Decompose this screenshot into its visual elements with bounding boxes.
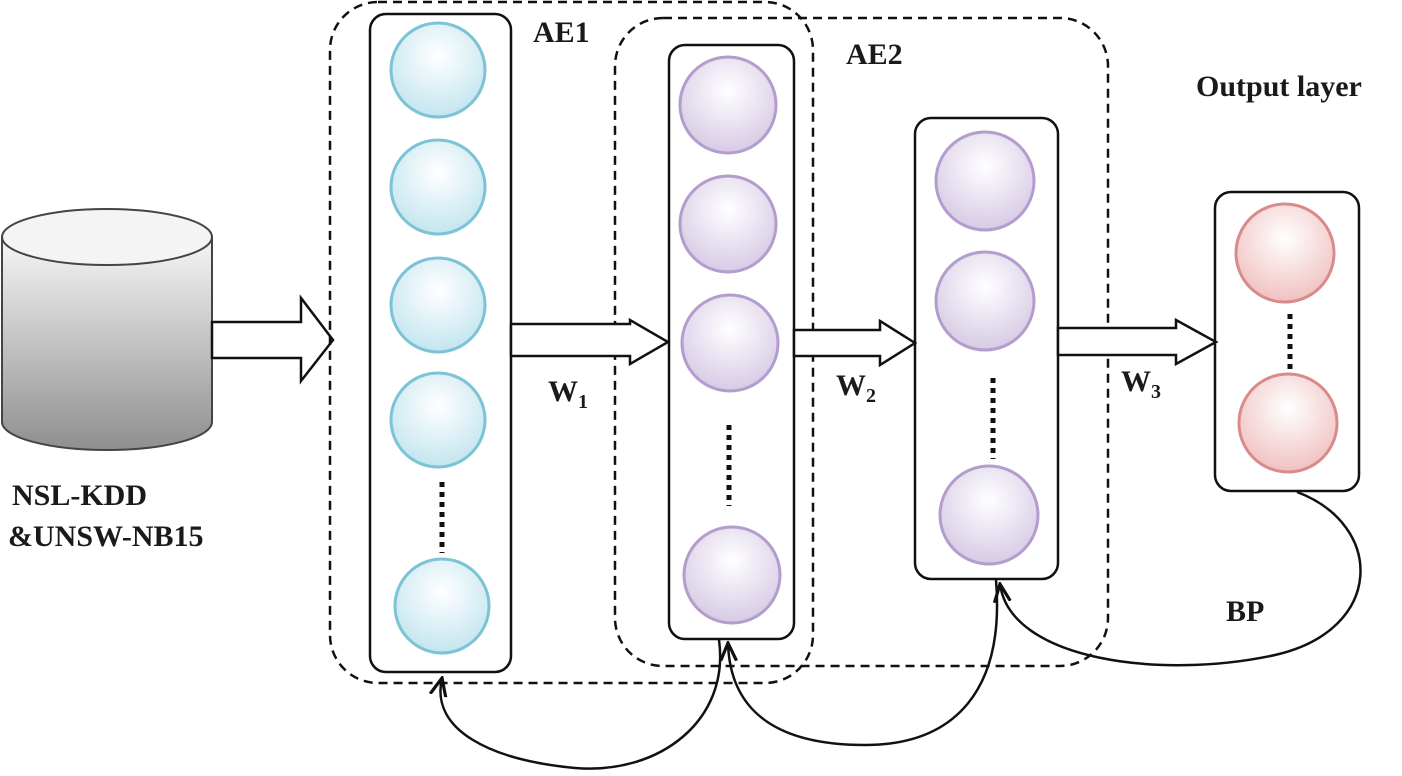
database-icon (0, 208, 213, 451)
ae2-label: AE2 (846, 38, 903, 71)
feedback-curve-ae1 (440, 639, 722, 770)
hidden-neuron (682, 525, 782, 625)
output-layer (1213, 190, 1361, 493)
output-neuron (1237, 372, 1339, 474)
forward-arrow-w1 (509, 317, 671, 367)
feedback-curve-bp (1000, 490, 1362, 667)
hidden-neuron (938, 464, 1040, 566)
dataset-label-line2: &UNSW-NB15 (8, 520, 204, 553)
hidden-neuron (680, 293, 780, 393)
bp-label: BP (1226, 595, 1264, 628)
input-neuron (393, 557, 491, 655)
input-arrow (210, 294, 335, 385)
ae1-label: AE1 (533, 16, 590, 49)
output-neuron (1234, 202, 1336, 304)
weight-label-w3: W3 (1121, 365, 1161, 403)
input-neuron (389, 138, 487, 236)
dataset-label-line1: NSL-KDD (12, 479, 147, 512)
hidden-layer-1 (667, 43, 796, 641)
hidden-neuron (678, 55, 778, 155)
hidden-neuron (678, 174, 778, 274)
hidden-neuron (934, 250, 1036, 352)
output-layer-label: Output layer (1196, 70, 1362, 103)
svg-text:W2: W2 (836, 369, 876, 407)
input-neuron (389, 371, 487, 469)
hidden-layer-2 (913, 116, 1060, 581)
weight-label-w2: W2 (836, 369, 876, 407)
input-layer (368, 12, 513, 674)
input-neuron (389, 256, 487, 354)
hidden-neuron (934, 130, 1036, 232)
svg-text:W3: W3 (1121, 365, 1161, 403)
weight-label-w1: W1 (548, 375, 588, 413)
forward-arrow-w2 (792, 318, 918, 368)
forward-arrow-w3 (1056, 317, 1219, 367)
input-neuron (389, 21, 487, 119)
svg-text:W1: W1 (548, 375, 588, 413)
feedback-curve-ae2 (728, 579, 999, 747)
